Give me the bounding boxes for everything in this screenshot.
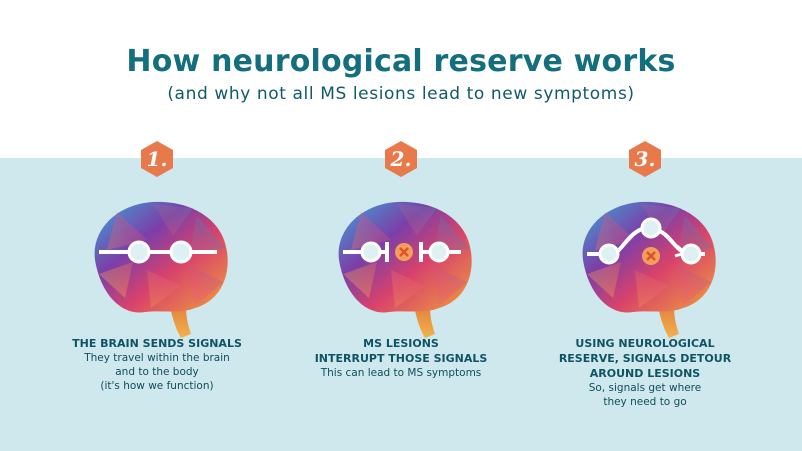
caption-text: So, signals get where they need to go [588,382,702,408]
step-badge: 2. [382,140,420,178]
step-badge: 3. [626,140,664,178]
hexagon-badge-icon [385,141,417,177]
brain-sending-signals-icon [94,201,228,338]
brain-interrupted-signals-icon [338,201,472,338]
step-caption: USING NEUROLOGICAL RESERVE, SIGNALS DETO… [530,336,760,409]
step-number: 1. [146,147,168,171]
caption-title: MS LESIONS INTERRUPT THOSE SIGNALS [314,337,488,365]
caption-text: They travel within the brain and to the … [84,352,230,392]
caption-title: THE BRAIN SENDS SIGNALS [72,337,242,350]
hexagon-badge-icon [141,141,173,177]
step-caption: MS LESIONS INTERRUPT THOSE SIGNALS This … [286,336,516,380]
caption-title: USING NEUROLOGICAL RESERVE, SIGNALS DETO… [558,337,732,380]
step-number: 3. [634,147,656,171]
step-number: 2. [390,147,412,171]
hexagon-badge-icon [629,141,661,177]
step-caption: THE BRAIN SENDS SIGNALS They travel with… [42,336,272,393]
caption-text: This can lead to MS symptoms [320,367,482,379]
page-title: How neurological reserve works [126,44,676,79]
step-badge: 1. [138,140,176,178]
page-subtitle: (and why not all MS lesions lead to new … [167,84,635,104]
brain-detour-signals-icon [582,201,716,338]
